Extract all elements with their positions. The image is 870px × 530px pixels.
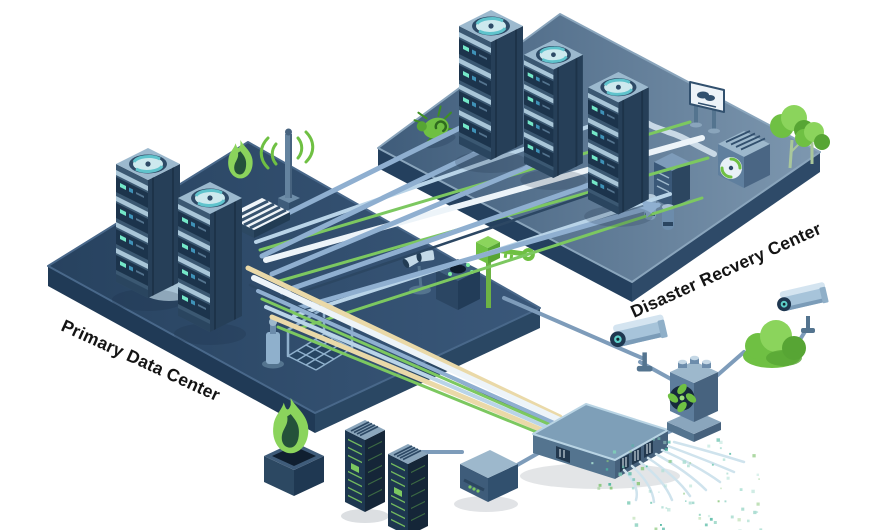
cloud-icon bbox=[743, 320, 806, 368]
switch-ports bbox=[556, 440, 653, 472]
access-key-icon bbox=[476, 236, 535, 308]
data-particles bbox=[591, 437, 763, 530]
primary-platform-side-left bbox=[48, 266, 315, 433]
cabinet-icon bbox=[654, 153, 690, 208]
pump-icon bbox=[262, 318, 284, 369]
rack-icon bbox=[340, 419, 390, 524]
hvac-unit-icon bbox=[718, 130, 770, 188]
tree-icon bbox=[770, 105, 830, 169]
pipe-path bbox=[637, 115, 717, 157]
bug-icon bbox=[413, 105, 459, 149]
modem-box-icon bbox=[454, 450, 518, 512]
switch-fanout-cables bbox=[622, 440, 746, 504]
firebox-icon bbox=[264, 442, 324, 496]
wifi-antenna-icon bbox=[259, 128, 315, 217]
fan-tower-icon bbox=[667, 355, 721, 442]
cctv-camera-icon bbox=[607, 314, 668, 371]
recovery-platform-side-left bbox=[378, 148, 632, 302]
recovery-platform-side-right bbox=[632, 152, 820, 302]
signboard-icon bbox=[689, 81, 725, 134]
rack-icon bbox=[383, 443, 433, 530]
network-switch-icon bbox=[520, 403, 763, 530]
switch-cable-bundle bbox=[245, 265, 600, 459]
